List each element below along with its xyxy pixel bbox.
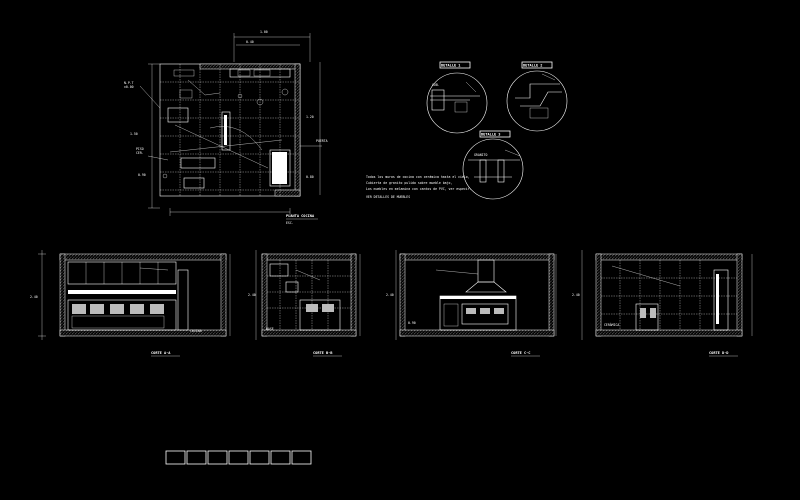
general-notes: Todos los muros de cocina con cerámica h… — [366, 175, 472, 199]
layout-tab — [291, 450, 312, 465]
svg-text:PUERTA: PUERTA — [316, 139, 328, 143]
svg-text:CORTE C-C: CORTE C-C — [511, 351, 530, 355]
svg-text:0.80: 0.80 — [306, 175, 314, 179]
svg-text:0.40: 0.40 — [246, 40, 254, 44]
detail-1[interactable]: DETALLE 1 CUB. — [426, 61, 488, 134]
svg-text:VER DETALLES DE MUEBLES: VER DETALLES DE MUEBLES — [366, 195, 410, 199]
svg-text:BASE: BASE — [266, 327, 274, 331]
svg-text:0.90: 0.90 — [138, 173, 146, 177]
svg-text:2.40: 2.40 — [572, 293, 580, 297]
svg-text:2.40: 2.40 — [386, 293, 394, 297]
elevation-a[interactable]: COCINA 2.40 CORTE A-A — [30, 250, 231, 357]
layout-tab — [186, 450, 207, 465]
svg-text:Cubierta de granito pulido sob: Cubierta de granito pulido sobre mueble … — [366, 181, 452, 185]
svg-text:CORTE B-B: CORTE B-B — [313, 351, 333, 355]
elevation-d[interactable]: CERÁMICA 2.40 CORTE D-D — [572, 250, 753, 357]
svg-text:CERÁMICA: CERÁMICA — [604, 322, 619, 327]
layout-tab — [249, 450, 270, 465]
layout-tab — [270, 450, 291, 465]
floor-plan[interactable]: N.P.T ±0.00 PISO CER. 1.50 0.90 PUERTA 1… — [124, 30, 328, 225]
svg-text:N.P.T: N.P.T — [124, 81, 134, 85]
layout-tab — [228, 450, 249, 465]
svg-text:CORTE D-D: CORTE D-D — [709, 351, 728, 355]
svg-text:DETALLE 2: DETALLE 2 — [523, 64, 542, 68]
detail-2[interactable]: DETALLE 2 — [506, 61, 568, 132]
layout-tab — [207, 450, 228, 465]
plan-title: PLANTA COCINA — [286, 214, 315, 218]
svg-text:DETALLE 3: DETALLE 3 — [481, 133, 500, 137]
elevation-b[interactable]: BASE 2.40 CORTE B-B — [248, 250, 361, 357]
svg-text:CORTE A-A: CORTE A-A — [151, 351, 171, 355]
detail-3[interactable]: DETALLE 3 GRANITO — [462, 130, 524, 200]
plan-scale: ESC. — [286, 221, 294, 225]
svg-text:0.90: 0.90 — [408, 321, 416, 325]
svg-text:2.40: 2.40 — [248, 293, 256, 297]
layout-tabs[interactable] — [165, 450, 312, 465]
svg-text:DETALLE 1: DETALLE 1 — [441, 64, 460, 68]
svg-text:1.20: 1.20 — [306, 115, 314, 119]
svg-text:1.00: 1.00 — [260, 30, 268, 34]
svg-text:1.50: 1.50 — [130, 132, 138, 136]
svg-text:Todos los muros de cocina con: Todos los muros de cocina con cerámica h… — [366, 175, 470, 179]
svg-text:2.40: 2.40 — [30, 295, 38, 299]
svg-text:COCINA: COCINA — [190, 329, 202, 333]
svg-text:CER.: CER. — [136, 151, 144, 155]
svg-text:Los muebles en melamina con ca: Los muebles en melamina con cantos de PV… — [366, 187, 472, 191]
elevation-c[interactable]: 0.90 2.40 CORTE C-C — [386, 250, 557, 357]
layout-tab — [165, 450, 186, 465]
svg-text:CUB.: CUB. — [432, 83, 440, 87]
svg-text:±0.00: ±0.00 — [124, 85, 134, 89]
svg-text:PISO: PISO — [136, 147, 144, 151]
svg-text:GRANITO: GRANITO — [474, 153, 488, 157]
